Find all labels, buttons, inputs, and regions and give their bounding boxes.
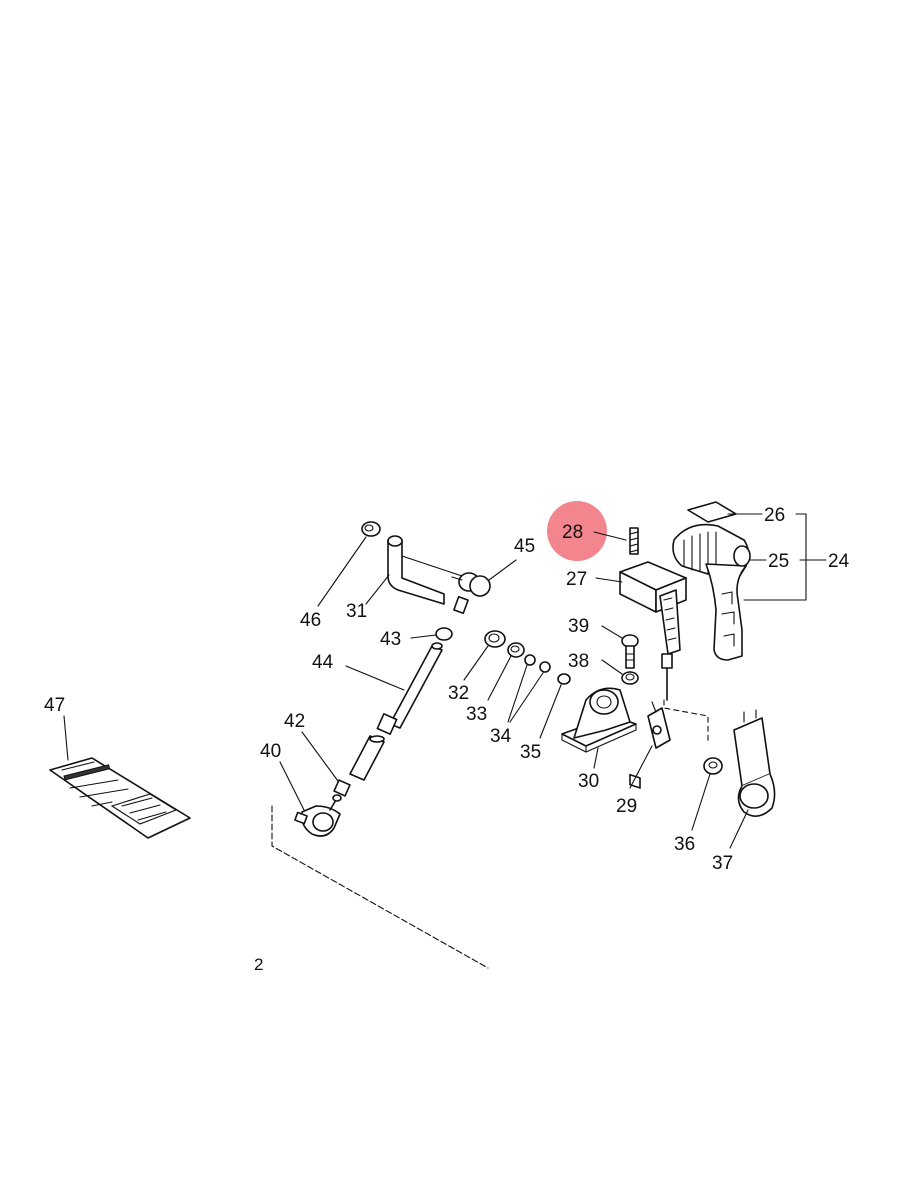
bracket-30	[561, 687, 637, 753]
bracket-24	[743, 513, 807, 601]
crank-arm-31	[387, 535, 491, 615]
label-28: 28	[562, 522, 583, 543]
label-33: 33	[466, 704, 487, 725]
leader-46	[317, 536, 367, 607]
nut-36	[703, 757, 723, 775]
assembly-line-40	[271, 805, 489, 969]
bushing-43	[435, 627, 453, 641]
handle-25	[672, 523, 751, 661]
label-40: 40	[260, 741, 281, 762]
leader-29	[629, 745, 653, 789]
leader-35	[539, 684, 562, 739]
leader-47	[63, 715, 69, 761]
leader-38	[601, 659, 623, 675]
leader-34b	[509, 672, 544, 723]
label-39: 39	[568, 616, 589, 637]
leader-27	[595, 577, 623, 583]
leader-28	[593, 531, 627, 541]
label-30: 30	[578, 771, 599, 792]
leader-31	[365, 574, 390, 605]
label-35: 35	[520, 742, 541, 763]
leader-39	[601, 625, 623, 639]
label-31: 31	[346, 601, 367, 622]
leader-40	[279, 761, 305, 811]
leader-32	[463, 645, 489, 681]
label-page-2: 2	[254, 955, 263, 974]
label-26: 26	[764, 505, 785, 526]
decal-47	[49, 757, 191, 839]
leader-42	[301, 731, 339, 782]
cap-46	[361, 521, 381, 537]
clip-29	[647, 701, 671, 749]
label-34: 34	[490, 726, 512, 747]
leader-43	[410, 634, 437, 639]
label-24: 24	[828, 551, 850, 572]
leader-34a	[507, 664, 528, 723]
label-27: 27	[566, 569, 587, 590]
leader-30	[593, 747, 599, 769]
label-36: 36	[674, 834, 695, 855]
rod-44	[333, 642, 443, 797]
leader-33	[487, 655, 512, 701]
label-38: 38	[568, 651, 589, 672]
assembly-line-29	[663, 699, 709, 745]
leader-44	[345, 665, 405, 691]
leader-37	[729, 809, 749, 849]
leader-45	[488, 559, 517, 581]
leader-36	[691, 773, 711, 831]
label-37: 37	[712, 853, 733, 874]
label-47: 47	[44, 695, 65, 716]
label-25: 25	[768, 551, 789, 572]
washer-32	[484, 630, 506, 648]
bolt-39	[621, 634, 639, 669]
label-42: 42	[284, 711, 305, 732]
ball-joint-40	[294, 794, 342, 837]
label-29: 29	[616, 796, 637, 817]
washer-35	[557, 673, 571, 685]
knob-37	[733, 709, 776, 817]
pivot-block-27	[619, 561, 687, 789]
label-32: 32	[448, 683, 469, 704]
washer-33	[507, 642, 525, 658]
spring-28	[629, 527, 639, 555]
nut-38	[621, 671, 639, 685]
highlight-marker	[547, 501, 607, 561]
label-45: 45	[514, 536, 535, 557]
handle-26-pad	[687, 501, 737, 523]
label-44: 44	[312, 652, 334, 673]
label-43: 43	[380, 629, 401, 650]
label-46: 46	[300, 610, 321, 631]
washer-34	[524, 654, 551, 673]
